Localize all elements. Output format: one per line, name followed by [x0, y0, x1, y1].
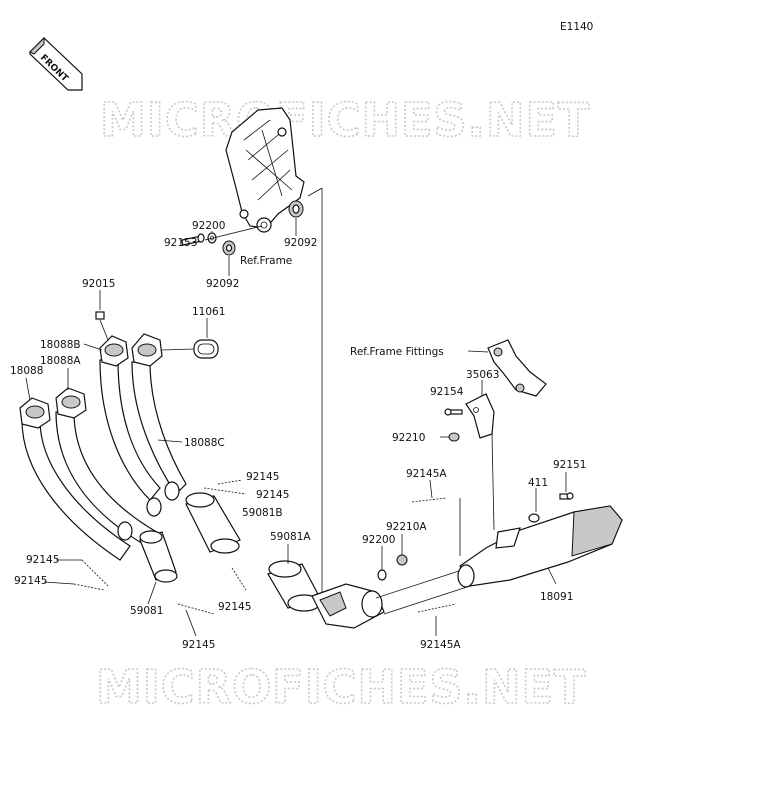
spring-92145-b2 [177, 603, 215, 615]
label-92210A: 92210A [386, 521, 427, 533]
nut-92015 [95, 311, 105, 320]
spring-92145-b1 [231, 567, 247, 591]
label-92154: 92154 [430, 386, 464, 398]
collector-59081A [267, 560, 321, 612]
bracket-35063 [465, 393, 495, 439]
watermark-top: MICROFICHES.NET [100, 93, 590, 147]
label-92145-r1: 92145 [246, 471, 279, 483]
label-92092-right: 92092 [284, 237, 317, 249]
spring-92145A-top [411, 497, 447, 503]
label-92153: 92153 [164, 237, 197, 249]
label-92015: 92015 [82, 278, 115, 290]
collector-59081 [139, 530, 178, 583]
flange-18088 [19, 397, 51, 429]
muffler-18091 [457, 505, 623, 588]
label-59081A: 59081A [270, 531, 311, 543]
diagram-code: E1140 [560, 21, 593, 33]
label-18088A: 18088A [40, 355, 81, 367]
label-18088C: 18088C [184, 437, 225, 449]
label-92145-r2: 92145 [256, 489, 289, 501]
spring-92145-l1 [81, 559, 109, 587]
bolt-92154 [444, 408, 463, 416]
nut-92210A [396, 554, 408, 566]
frame-fittings [487, 339, 547, 397]
label-92145A-top: 92145A [406, 468, 447, 480]
label-18088B: 18088B [40, 339, 81, 351]
spring-92145-r1 [217, 479, 243, 485]
label-59081: 59081 [130, 605, 163, 617]
label-11061: 11061 [192, 306, 225, 318]
label-18088: 18088 [10, 365, 43, 377]
front-arrow-icon: FRONT [29, 36, 83, 91]
label-ref-frame-fittings: Ref.Frame Fittings [350, 346, 444, 358]
label-92145-b2: 92145 [182, 639, 215, 651]
bolt-92153 [181, 233, 205, 246]
label-ref-frame: Ref.Frame [240, 255, 292, 267]
header-pipes [21, 359, 187, 561]
label-92210: 92210 [392, 432, 425, 444]
label-92145A-bottom: 92145A [420, 639, 461, 651]
gasket-11061 [193, 339, 219, 359]
flange-18088C [131, 333, 163, 367]
label-411: 411 [528, 477, 548, 489]
spring-92145-r2 [203, 487, 247, 495]
label-35063: 35063 [466, 369, 499, 381]
bolt-92151 [559, 492, 574, 500]
label-92145-b1: 92145 [218, 601, 251, 613]
label-92151: 92151 [553, 459, 586, 471]
collector-59081B [185, 492, 241, 554]
nut-92210 [448, 432, 460, 442]
label-92145-l2: 92145 [14, 575, 47, 587]
flange-18088B [99, 335, 129, 367]
watermark-bottom: MICROFICHES.NET [96, 660, 586, 714]
label-92145-l1: 92145 [26, 554, 59, 566]
bushing-92092-bottom [222, 240, 236, 256]
spring-92145A-bottom [417, 603, 457, 613]
flange-18088A [55, 387, 87, 419]
grommet-411 [528, 513, 540, 523]
bushing-92092-right [288, 200, 304, 218]
spring-92145-l2 [73, 583, 105, 591]
frame-bracket [225, 107, 305, 233]
label-92200-mid: 92200 [362, 534, 395, 546]
label-92092-bottom: 92092 [206, 278, 239, 290]
mid-pipe [311, 583, 385, 629]
label-92200-top: 92200 [192, 220, 225, 232]
label-59081B: 59081B [242, 507, 283, 519]
label-18091: 18091 [540, 591, 573, 603]
washer-92200-mid [377, 569, 387, 581]
